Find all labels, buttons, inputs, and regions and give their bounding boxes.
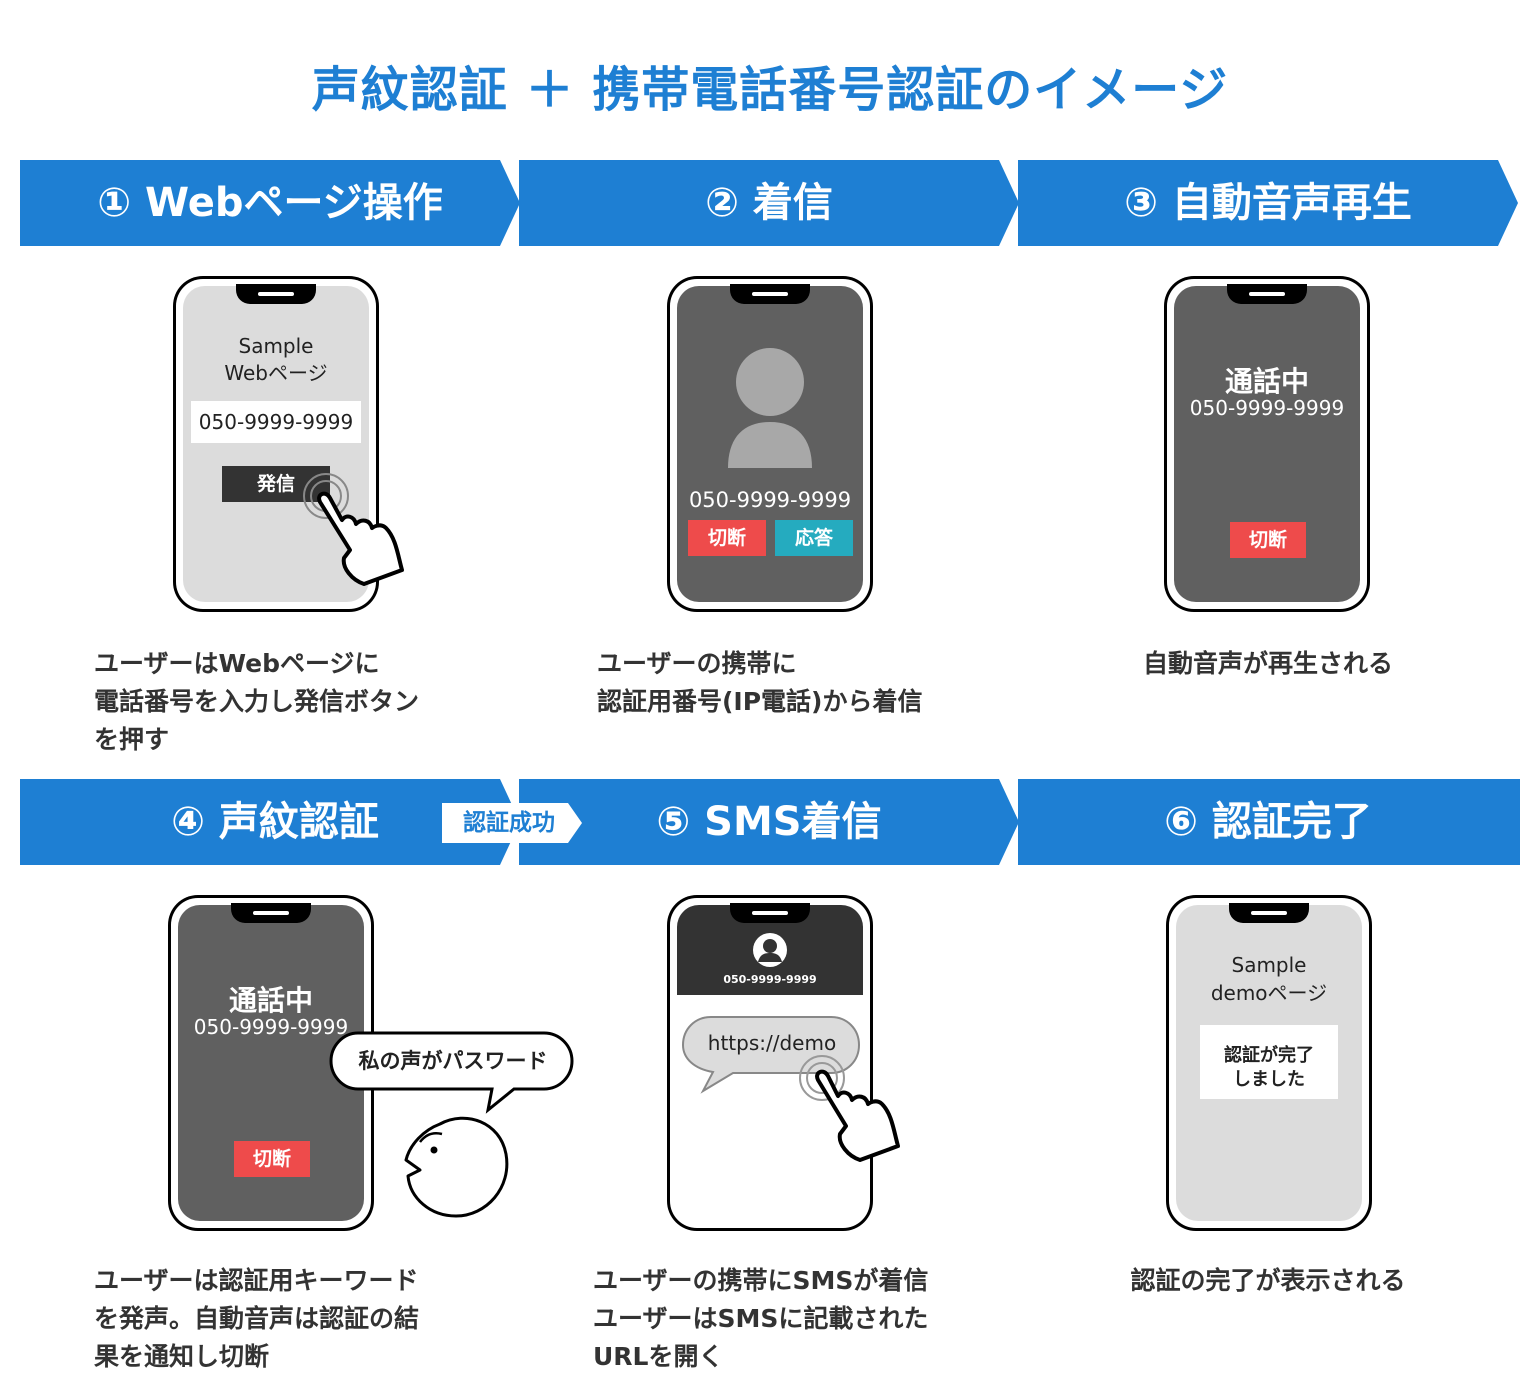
success-tag: 認証成功 — [442, 803, 582, 843]
step-banner-5: ⑤ SMS着信 — [519, 779, 1019, 865]
phone-6-screen: Sample demoページ 認証が完了 しました — [1176, 905, 1362, 1221]
step-label-6: ⑥ 認証完了 — [1164, 799, 1372, 845]
call-button[interactable]: 発信 — [222, 466, 330, 502]
phone-2-screen: 050-9999-9999 切断 応答 — [677, 286, 863, 602]
step-banner-6: ⑥ 認証完了 — [1018, 779, 1520, 865]
step-desc-1: ユーザーはWebページに 電話番号を入力し発信ボタン を押す — [94, 649, 420, 754]
success-tag-label: 認証成功 — [463, 810, 555, 836]
hangup-button[interactable]: 切断 — [1230, 522, 1306, 558]
step-desc-3: 自動音声が再生される — [1142, 649, 1393, 678]
step-desc-5: ユーザーの携帯にSMSが着信 ユーザーはSMSに記載された URLを開く — [593, 1266, 929, 1371]
phone-3-screen: 通話中 050-9999-9999 切断 — [1174, 286, 1360, 602]
caller-number: 050-9999-9999 — [688, 488, 852, 512]
phone-2: 050-9999-9999 切断 応答 — [667, 276, 873, 612]
step-banner-2: ② 着信 — [519, 160, 1019, 246]
phone-5-screen: 050-9999-9999 https://demo — [677, 905, 863, 1221]
phone-6: Sample demoページ 認証が完了 しました — [1166, 895, 1372, 1231]
tap-hand-icon-1 — [303, 473, 404, 586]
sms-link[interactable]: https://demo — [707, 1031, 837, 1055]
answer-button[interactable]: 応答 — [775, 520, 853, 556]
hangup-button[interactable]: 切断 — [688, 520, 766, 556]
step-label-1: ① Webページ操作 — [97, 180, 443, 226]
step-banner-1: ① Webページ操作 — [20, 160, 520, 246]
caller-avatar-icon — [728, 348, 812, 468]
phone-1-screen: Sample Webページ 050-9999-9999 発信 — [183, 286, 369, 602]
step-label-3: ③ 自動音声再生 — [1124, 180, 1412, 226]
sms-bubble — [681, 1016, 861, 1094]
demo-page-title-line2: demoページ — [1210, 981, 1328, 1005]
step-banner-4: ④ 声紋認証 — [20, 779, 520, 865]
speaking-face-icon — [404, 1116, 509, 1218]
web-page-title-line1: Sample — [238, 334, 314, 358]
step-desc-4: ユーザーは認証用キーワード を発声。自動音声は認証の結 果を通知し切断 — [94, 1266, 420, 1371]
page-title: 声紋認証 ＋ 携帯電話番号認証のイメージ — [311, 62, 1229, 118]
step-desc-6: 認証の完了が表示される — [1130, 1266, 1406, 1295]
step-label-2: ② 着信 — [705, 180, 833, 226]
speech-text: 私の声がパスワード — [358, 1049, 548, 1073]
call-status: 通話中 — [1224, 365, 1309, 398]
phone-3: 通話中 050-9999-9999 切断 — [1164, 276, 1370, 612]
sms-sender-number: 050-9999-9999 — [723, 973, 817, 986]
step-desc-2: ユーザーの携帯に 認証用番号(IP電話)から着信 — [597, 649, 923, 716]
hangup-button[interactable]: 切断 — [234, 1141, 310, 1177]
step-label-4: ④ 声紋認証 — [171, 799, 379, 845]
call-number: 050-9999-9999 — [1189, 396, 1345, 420]
phone-number-input[interactable]: 050-9999-9999 — [191, 401, 361, 443]
demo-page-title-line1: Sample — [1231, 953, 1307, 977]
auth-complete-box — [1200, 1025, 1338, 1099]
tap-hand-icon-2 — [799, 1055, 900, 1162]
auth-complete-line1: 認証が完了 — [1224, 1045, 1314, 1066]
phone-1: Sample Webページ 050-9999-9999 発信 — [173, 276, 379, 612]
sender-avatar-icon — [753, 933, 787, 967]
step-label-5: ⑤ SMS着信 — [656, 799, 882, 845]
call-number: 050-9999-9999 — [193, 1015, 349, 1039]
web-page-title-line2: Webページ — [224, 361, 328, 385]
phone-4: 通話中 050-9999-9999 切断 — [168, 895, 374, 1231]
phone-5: 050-9999-9999 https://demo — [667, 895, 873, 1231]
auth-complete-line2: しました — [1233, 1069, 1305, 1090]
step-banner-3: ③ 自動音声再生 — [1018, 160, 1518, 246]
speech-bubble — [329, 1031, 574, 1114]
call-status: 通話中 — [228, 984, 313, 1017]
